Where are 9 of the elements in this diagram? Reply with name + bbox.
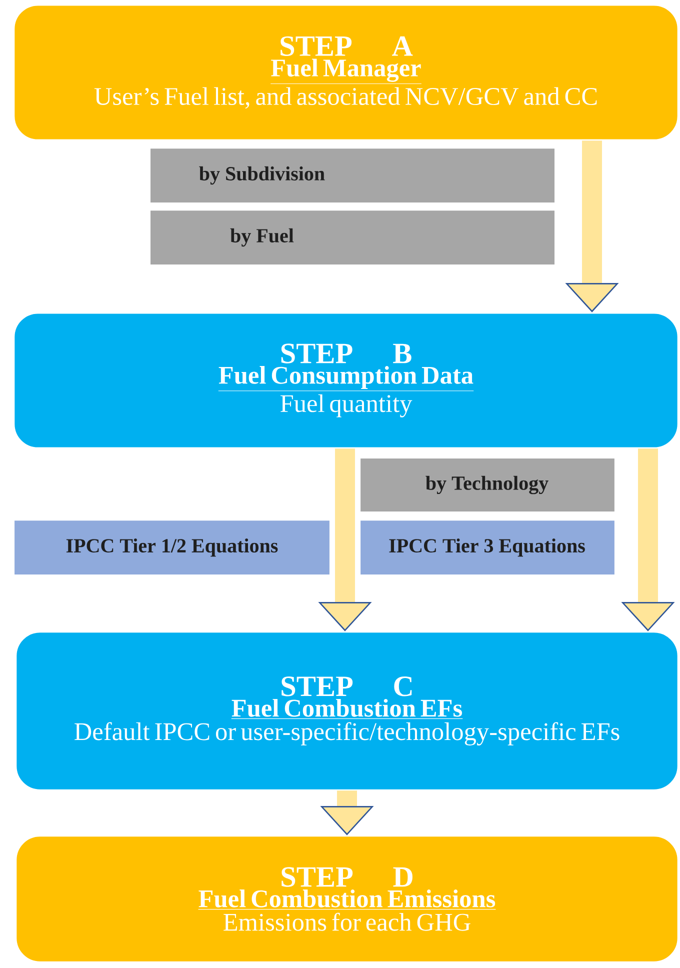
category-bar: IPCC Tier 3 Equations <box>360 520 616 576</box>
category-bar: by Technology <box>360 457 616 513</box>
step-box: STEP A Fuel Manager User’s Fuel list, and associated NCV/GCV and CC <box>13 4 679 141</box>
category-bar: by Subdivision <box>149 148 556 204</box>
step-box: STEP D Fuel Combustion Emissions Emissions for each GHG <box>15 835 679 963</box>
step-box: STEP C Fuel Combustion EFs Default IPCC or user-specific/technology-specific EFs <box>15 631 679 791</box>
step-box: STEP B Fuel Consumption Data Fuel quantity <box>13 312 679 449</box>
category-bar: IPCC Tier 1/2 Equations <box>13 520 331 576</box>
category-bar: by Fuel <box>149 210 556 266</box>
